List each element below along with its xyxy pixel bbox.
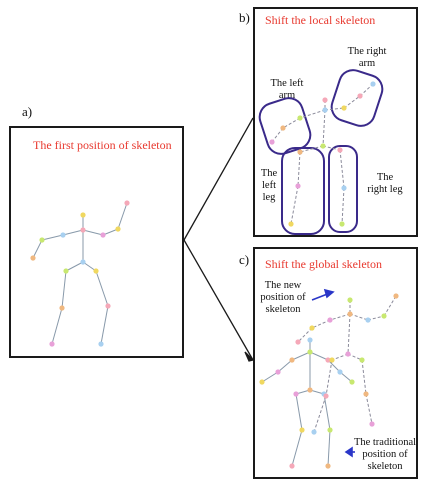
panel-c-letter: c) xyxy=(239,252,249,268)
panel-a-letter: a) xyxy=(22,104,32,120)
panel-a-first-position: The first position of skeleton xyxy=(9,126,184,358)
panel-c-title: Shift the global skeleton xyxy=(265,257,382,272)
panel-a-title: The first position of skeleton xyxy=(33,138,172,153)
connector-lines xyxy=(184,118,253,361)
connector-arrowhead xyxy=(245,352,253,361)
connector-to-panel-b xyxy=(184,118,253,240)
panel-b-letter: b) xyxy=(239,10,250,26)
panel-b-title: Shift the local skeleton xyxy=(265,13,375,28)
